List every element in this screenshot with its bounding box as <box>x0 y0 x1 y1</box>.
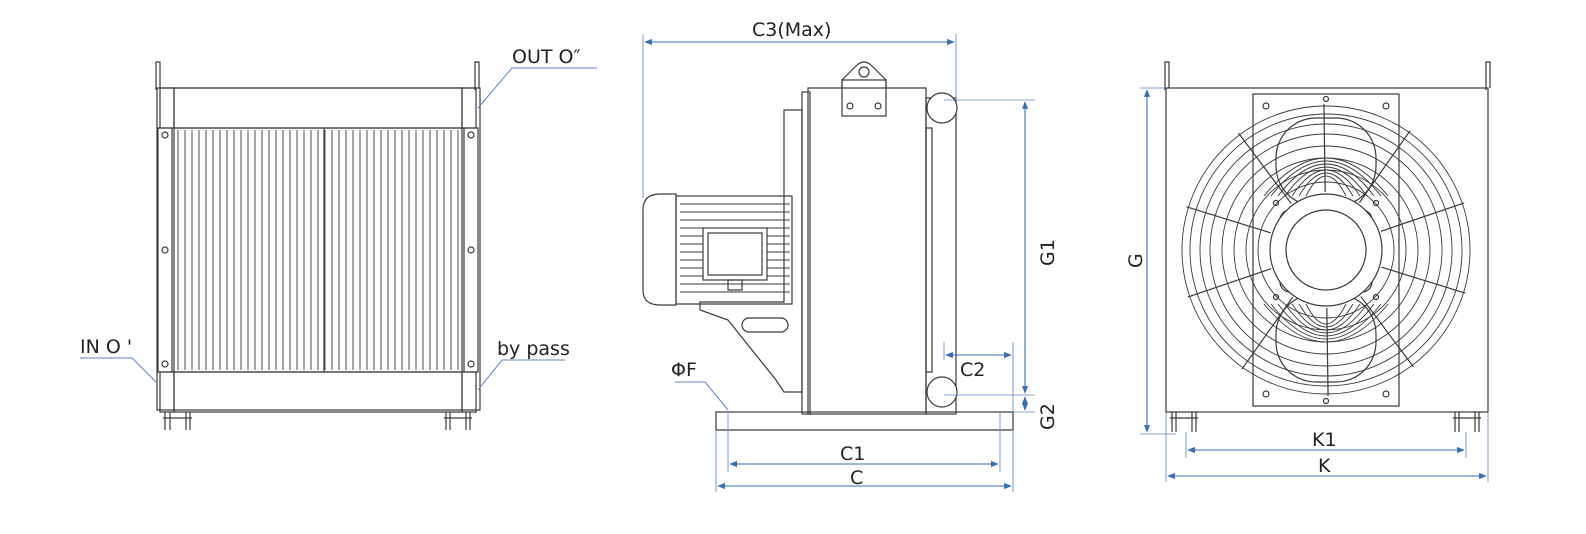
dim-c3-max: C3(Max) <box>752 19 831 41</box>
front-view <box>80 61 597 430</box>
dim-c: C <box>850 467 863 489</box>
side-view <box>642 61 1014 431</box>
dim-g2: G2 <box>1037 403 1059 430</box>
dim-g1: G1 <box>1037 239 1059 266</box>
dim-k1: K1 <box>1312 429 1337 451</box>
dim-k: K <box>1318 455 1331 477</box>
fan-dimensions <box>1140 87 1489 482</box>
dim-c2: C2 <box>960 359 985 381</box>
dim-g: G <box>1125 253 1147 268</box>
label-out-port: OUT O″ <box>512 46 581 68</box>
dim-c1: C1 <box>840 443 865 465</box>
label-in-port: IN O ' <box>80 336 132 358</box>
fan-view <box>1164 61 1491 432</box>
side-dimensions <box>642 34 1035 492</box>
dim-phi-f: ΦF <box>671 359 697 381</box>
label-bypass: by pass <box>497 338 570 360</box>
